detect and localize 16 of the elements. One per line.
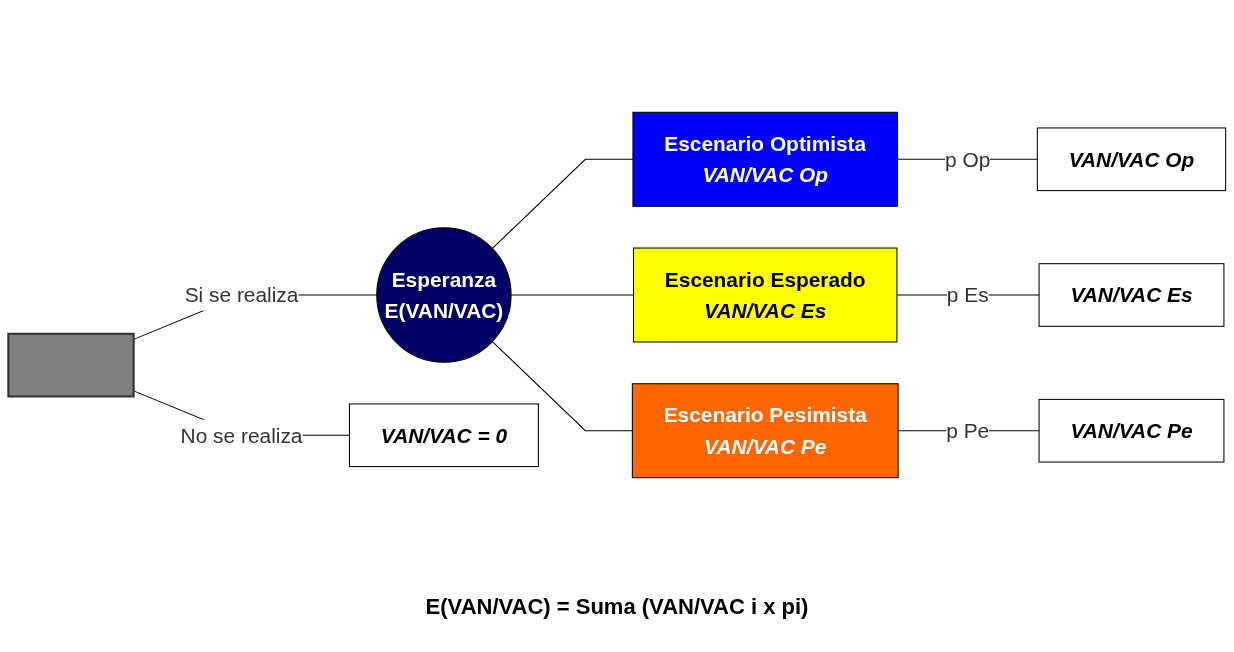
edge-label: p Es: [946, 283, 989, 307]
connector: [491, 341, 633, 432]
node-box: Escenario Pesimista VAN/VAC Pe: [631, 383, 899, 479]
edge-label: No se realiza: [180, 423, 303, 447]
edge-label: Si se realiza: [184, 283, 299, 307]
node-box: VAN/VAC Op: [1036, 127, 1227, 192]
formula-note: E(VAN/VAC) = Suma (VAN/VAC i x pi): [424, 594, 810, 620]
node-box: Escenario Optimista VAN/VAC Op: [632, 111, 898, 207]
edge-label: p Op: [945, 147, 991, 171]
node-box: VAN/VAC = 0: [348, 403, 539, 468]
node-box: VAN/VAC Es: [1038, 263, 1225, 327]
node-box: Escenario Esperado VAN/VAC Es: [633, 247, 898, 343]
node-box: [7, 332, 135, 398]
edge-label: p Pe: [946, 419, 990, 443]
node-box: VAN/VAC Pe: [1038, 398, 1225, 463]
node-circle: Esperanza E(VAN/VAC): [376, 227, 512, 363]
